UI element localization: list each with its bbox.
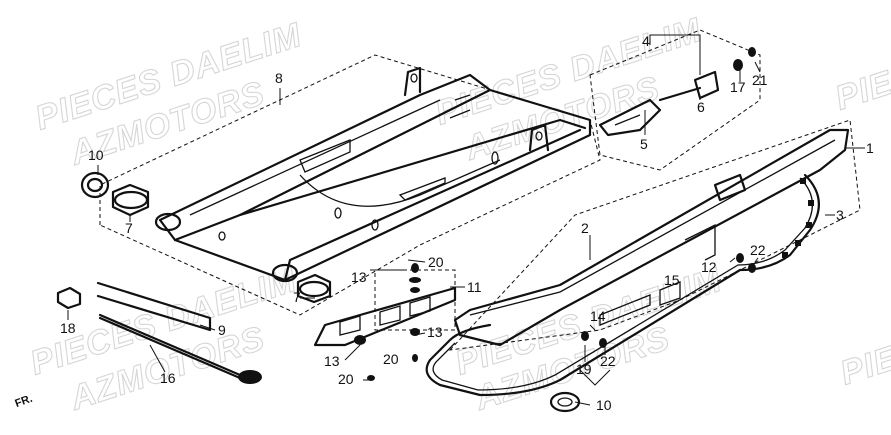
callout-15: 15 — [664, 272, 680, 288]
leader-lines — [67, 34, 865, 406]
chain-adjuster — [598, 47, 756, 137]
watermark-text: PIECES DAELIM — [836, 271, 891, 393]
bushing — [296, 273, 332, 304]
callout-17: 17 — [730, 79, 746, 95]
fasteners — [367, 253, 756, 381]
callout-4: 4 — [642, 33, 650, 49]
callout-20: 20 — [383, 351, 399, 367]
callout-5: 5 — [640, 136, 648, 152]
callout-12: 12 — [701, 259, 717, 275]
callout-20: 20 — [428, 254, 444, 270]
screw — [411, 263, 419, 273]
callout-20: 20 — [338, 371, 354, 387]
callout-2: 2 — [581, 220, 589, 236]
callout-13: 13 — [427, 324, 443, 340]
callout-13: 13 — [351, 269, 367, 285]
callout-18: 18 — [60, 320, 76, 336]
callout-19: 19 — [576, 361, 592, 377]
callout-6: 6 — [697, 99, 705, 115]
chaincase-group-outline — [448, 119, 861, 351]
chain-roller — [549, 391, 581, 413]
chain-case — [453, 128, 850, 347]
callouts: 1 2 3 4 5 6 7 7 8 9 10 10 11 12 13 13 13… — [13, 33, 874, 413]
callout-7: 7 — [125, 220, 133, 236]
callout-16: 16 — [160, 370, 176, 386]
callout-9: 9 — [218, 322, 226, 338]
bushing — [111, 183, 150, 217]
pivot-parts — [56, 171, 332, 384]
callout-3: 3 — [836, 207, 844, 223]
callout-13: 13 — [324, 353, 340, 369]
callout-7: 7 — [293, 289, 301, 305]
swingarm-group-outline — [99, 54, 601, 316]
pivot-bolt — [98, 313, 242, 377]
front-marker: FR. — [13, 393, 34, 410]
oil-seal — [80, 171, 110, 199]
callout-22: 22 — [750, 242, 766, 258]
chain-slider — [313, 286, 457, 347]
callout-22: 22 — [600, 353, 616, 369]
callout-11: 11 — [467, 279, 482, 295]
nut — [56, 286, 82, 310]
callout-1: 1 — [866, 140, 874, 156]
drive-chain — [425, 173, 820, 413]
callout-8: 8 — [275, 70, 283, 86]
swing-arm — [154, 66, 592, 283]
pivot-collar — [96, 281, 212, 332]
callout-21: 21 — [752, 72, 768, 88]
callout-10: 10 — [596, 397, 612, 413]
callout-14: 14 — [590, 308, 606, 324]
watermark-text: PIECES DAELIM — [831, 0, 891, 118]
washer — [409, 277, 421, 283]
callout-10: 10 — [88, 147, 104, 163]
